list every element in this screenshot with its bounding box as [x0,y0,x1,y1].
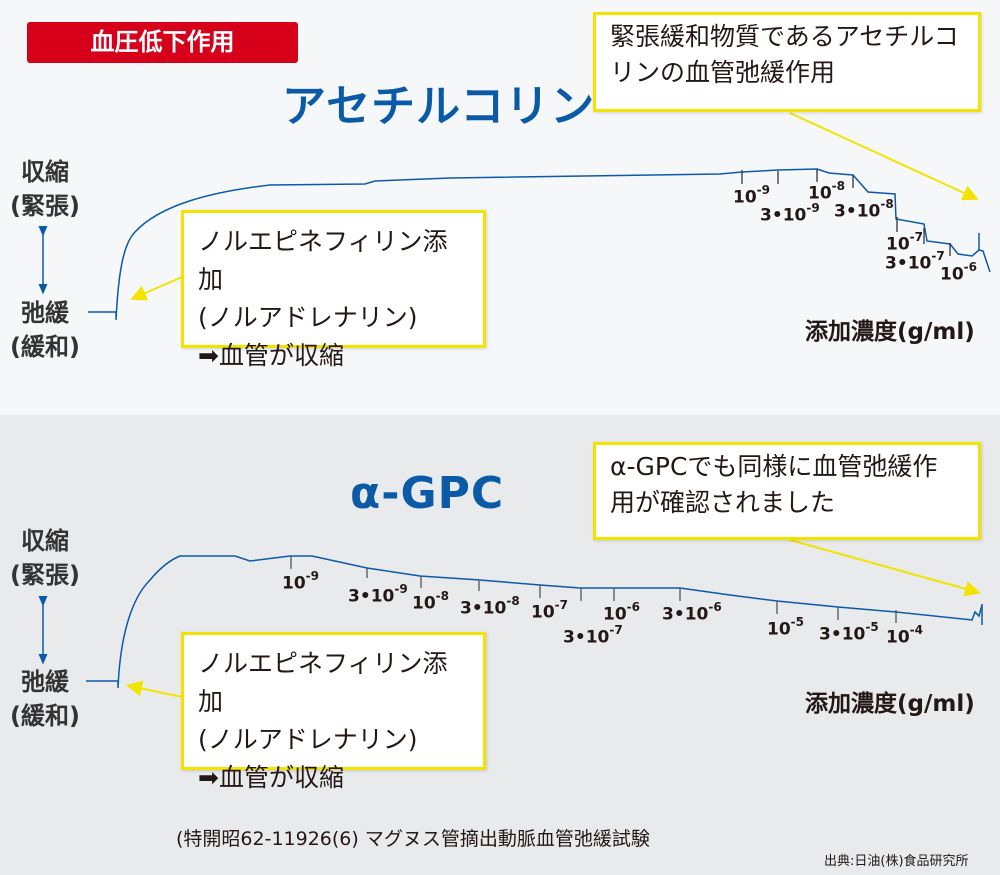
concentration-tick-label: 10-9 [282,569,320,594]
agpc-callout: α-GPCでも同様に血管弛緩作用が確認されました [593,442,981,540]
effect-badge: 血圧低下作用 [27,22,298,63]
acetylcholine-tick-marks [741,169,951,256]
norepinephrine-box: ノルエピネフィリン添加(ノルアドレナリン)➡血管が収縮 [181,210,486,370]
concentration-tick-label: 3•10-5 [819,620,879,645]
concentration-tick-label: 10-7 [886,230,924,255]
concentration-tick-label: 10-5 [767,615,805,640]
callout-line: リンの血管弛緩作用 [610,58,836,87]
acetylcholine-title: アセチルコリン [282,81,596,132]
acetylcholine-trace [88,168,991,321]
concentration-tick-label: 3•10-9 [348,582,408,607]
agpc-trace [86,555,983,689]
pointer-arrows [126,112,981,698]
concentration-tick-label: 3•10-7 [885,249,945,274]
concentration-tick-label: 3•10-7 [563,623,623,648]
concentration-tick-label: 3•10-8 [460,594,520,619]
concentration-tick-label: 10-4 [886,623,924,648]
concentration-tick-label: 3•10-9 [760,201,820,226]
concentration-tick-label: 10-8 [412,589,450,614]
callout-line: 緊張緩和物質であるアセチルコ [610,22,959,51]
ylabel-relaxation: 弛緩(緩和) [10,668,80,730]
concentration-tick-label: 3•10-8 [834,197,894,222]
concentration-tick-label: 10-6 [603,600,641,625]
concentration-tick-label: 10-8 [808,179,846,204]
norepinephrine-box: ノルエピネフィリン添加(ノルアドレナリン)➡血管が収縮 [181,632,486,792]
concentration-tick-label: 10-7 [531,598,569,623]
ylabel-contraction: 収縮(緊張) [10,158,80,220]
ylabel-contraction: 収縮(緊張) [10,527,80,589]
agpc-tick-marks [290,556,897,623]
concentration-tick-label: 10-9 [733,183,771,208]
concentration-tick-label: 10-6 [940,260,978,285]
x-axis-label: 添加濃度(g/ml) [805,319,975,345]
x-axis-label: 添加濃度(g/ml) [805,691,975,717]
concentration-tick-label: 3•10-6 [662,600,722,625]
footnote: (特開昭62-11926(6) マグヌス管摘出動脈血管弛緩試験 [176,828,650,850]
acetylcholine-callout: 緊張緩和物質であるアセチルコ リンの血管弛緩作用 [593,12,981,112]
source-credit: 出典:日油(株)食品研究所 [824,854,969,869]
ylabel-relaxation: 弛緩(緩和) [10,299,80,361]
agpc-title: α-GPC [350,468,505,519]
